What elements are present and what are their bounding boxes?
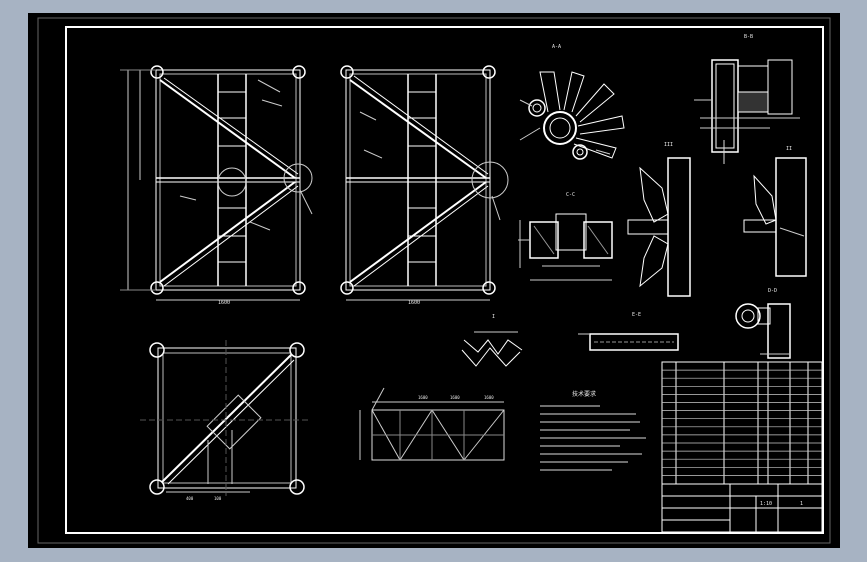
plan-view: [140, 340, 310, 496]
title-scale: 1:10: [760, 501, 772, 507]
detail-1-label: I: [492, 314, 495, 320]
detail-2-label: II: [786, 146, 792, 152]
paper-sheet: [28, 13, 840, 548]
ladder-dim-3: 1600: [484, 395, 494, 400]
ladder-layout: [359, 387, 505, 461]
side-elevation: [340, 65, 509, 301]
ladder-dim-2: 1600: [450, 395, 460, 400]
trim-border: [37, 17, 831, 544]
detail-1-view: [461, 331, 523, 367]
plan-dim-2: 100: [214, 496, 222, 501]
front-width-dim: 1600: [218, 300, 230, 306]
section-d-view: [735, 303, 791, 359]
detail-3-label: III: [664, 142, 673, 148]
technical-notes: 技术要求: [540, 390, 646, 471]
side-width-dim: 1600: [408, 300, 420, 306]
front-elevation: [120, 65, 313, 301]
detail-3-view: [627, 157, 691, 297]
bom-rows: [662, 369, 822, 476]
section-a-view: [519, 71, 625, 160]
section-b-view: [694, 59, 800, 164]
section-a-title: A-A: [552, 44, 561, 50]
section-c-title: C-C: [566, 192, 575, 198]
title-sheet: 1: [800, 501, 803, 507]
section-e-title: E-E: [632, 312, 641, 318]
section-c-view: [518, 213, 613, 281]
section-e-view: [578, 333, 679, 351]
section-b-title: B-B: [744, 34, 753, 40]
detail-2-view: [743, 157, 807, 277]
drawing-border: [65, 26, 824, 534]
bom-table: [661, 361, 823, 485]
ladder-dim-1: 1600: [418, 395, 428, 400]
notes-heading: 技术要求: [572, 390, 596, 398]
plan-dim-1: 400: [186, 496, 194, 501]
title-block: [661, 483, 823, 533]
section-d-title: D-D: [768, 288, 777, 294]
